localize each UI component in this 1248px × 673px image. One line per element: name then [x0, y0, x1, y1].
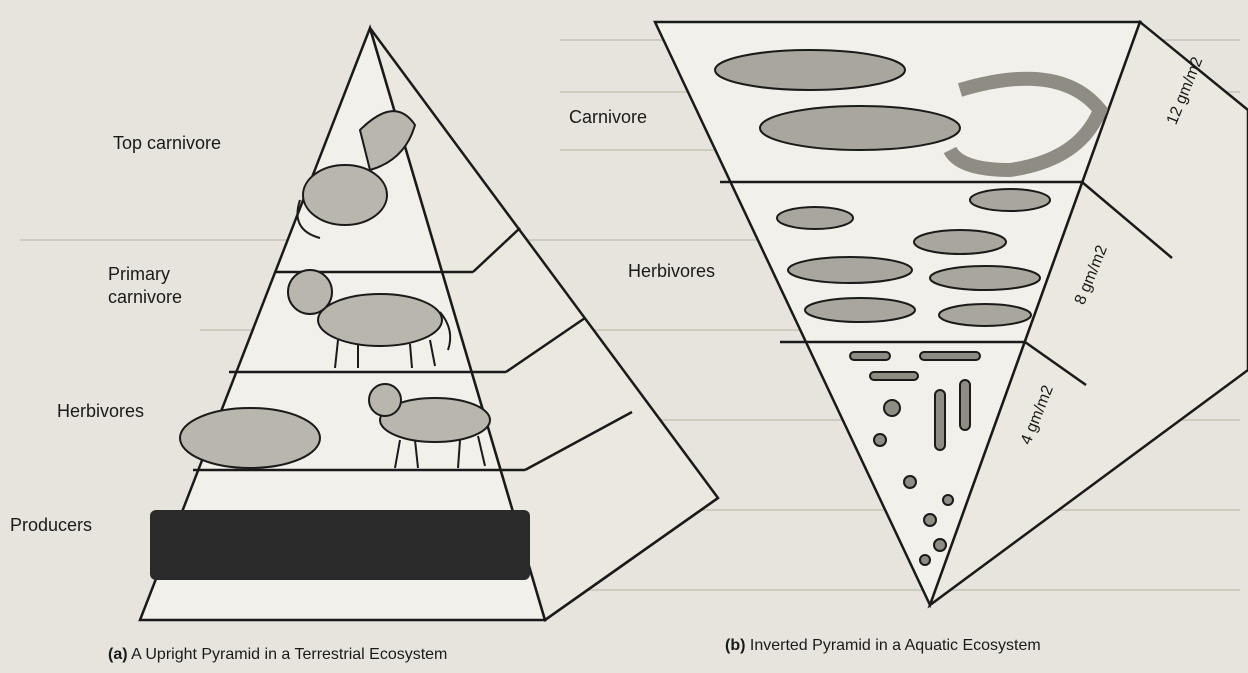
small-fish-4	[914, 230, 1006, 254]
caption-inverted: (b) Inverted Pyramid in a Aquatic Ecosys…	[725, 637, 1041, 655]
caption-upright: (a) A Upright Pyramid in a Terrestrial E…	[108, 646, 447, 664]
label-primary-carnivore: Primary carnivore	[108, 263, 182, 309]
caption-upright-tag: (a)	[108, 646, 128, 663]
large-fish-1	[715, 50, 905, 90]
caption-inverted-tag: (b)	[725, 637, 745, 654]
small-fish-3	[805, 298, 915, 322]
label-producers: Producers	[10, 514, 92, 536]
small-fish-1	[777, 207, 853, 229]
primary-carnivore-head	[288, 270, 332, 314]
deer-head	[369, 384, 401, 416]
label-upright-herbivores: Herbivores	[57, 400, 144, 422]
primary-carnivore-body	[318, 294, 442, 346]
small-fish-2	[788, 257, 912, 283]
producers-shrubs	[150, 510, 530, 580]
small-fish-5	[930, 266, 1040, 290]
label-top-carnivore: Top carnivore	[113, 132, 221, 154]
large-fish-2	[760, 106, 960, 150]
producers-illustration	[150, 510, 530, 580]
label-carnivore: Carnivore	[569, 106, 647, 128]
small-fish-6	[939, 304, 1031, 326]
caption-upright-text: A Upright Pyramid in a Terrestrial Ecosy…	[131, 646, 447, 663]
rabbit-body	[180, 408, 320, 468]
small-fish-7	[970, 189, 1050, 211]
label-inverted-herbivores: Herbivores	[628, 260, 715, 282]
caption-inverted-text: Inverted Pyramid in a Aquatic Ecosystem	[750, 637, 1041, 654]
top-carnivore-body	[303, 165, 387, 225]
